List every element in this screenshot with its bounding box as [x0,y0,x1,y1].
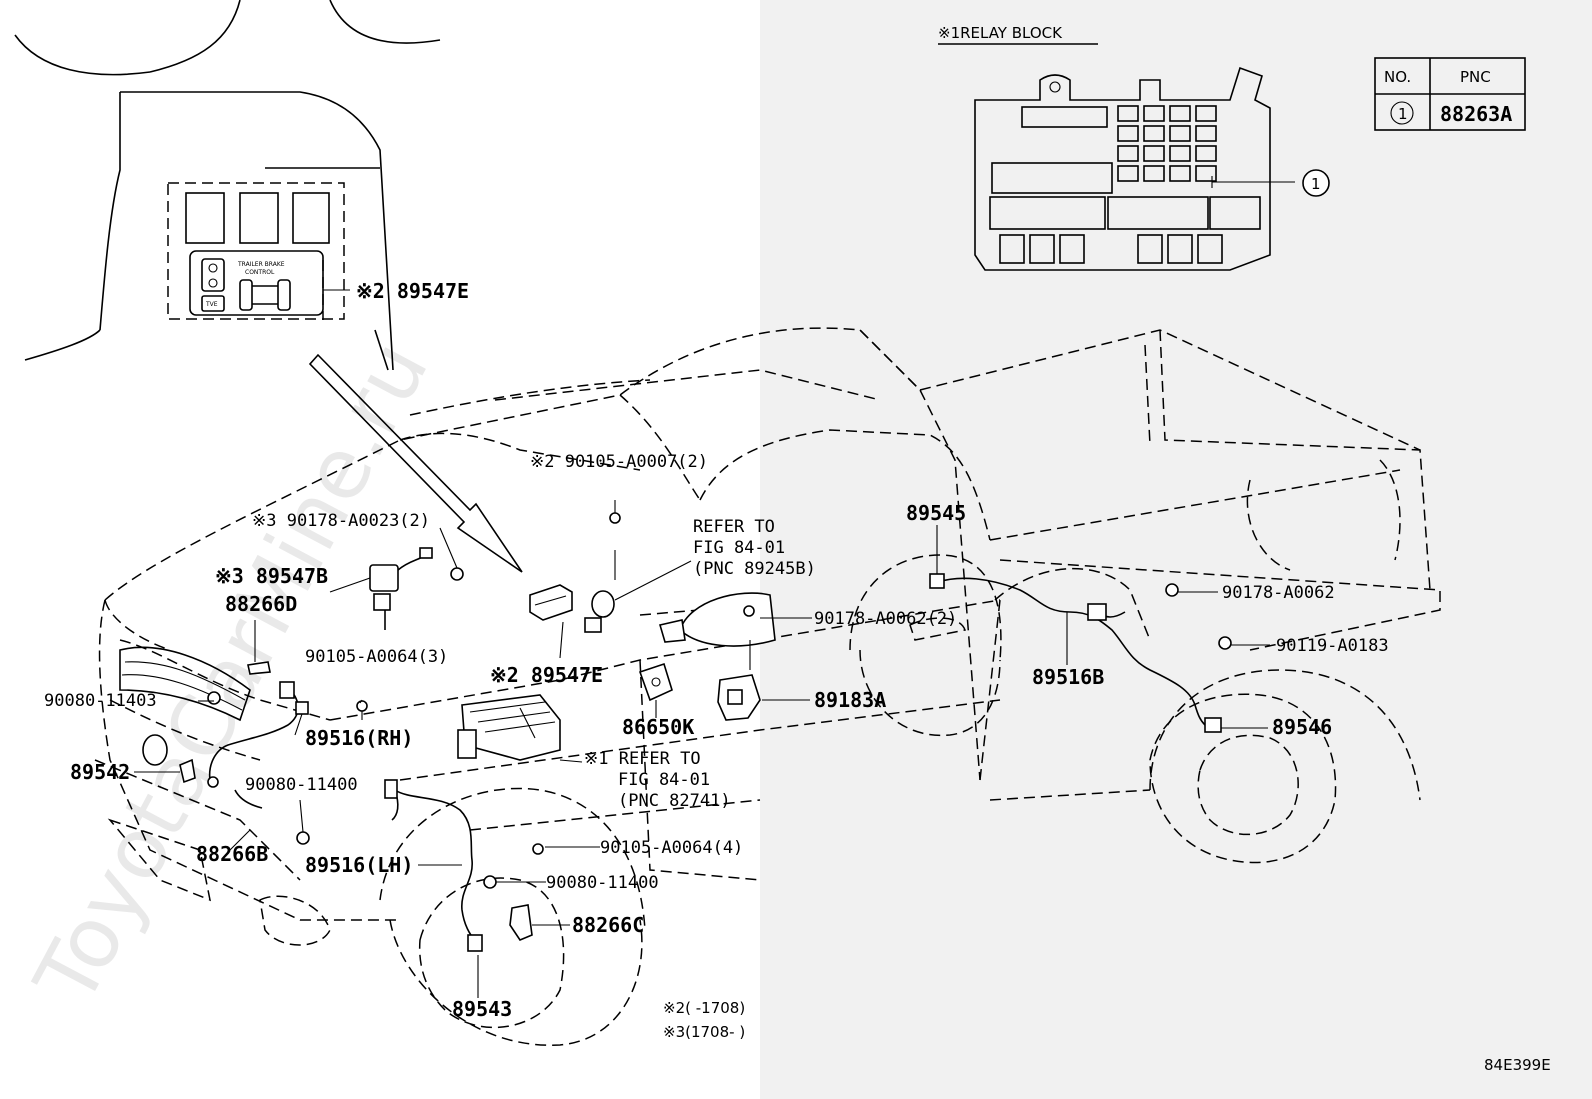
leader-lines [134,525,1270,998]
relay-fuse-cell [1195,165,1217,182]
relay-fuse-cell [1143,165,1165,182]
part-mirror [658,592,776,647]
pnc-table: NO. PNC 1 88263A [1374,57,1526,131]
label-86650K: 86650K [622,715,694,739]
part-bolt-lower [234,789,310,845]
label-90080-11400-b: 90080-11400 [546,873,659,893]
label-refer1-a: REFER TO [693,517,775,537]
pnc-table-row-no: 1 [1398,105,1408,123]
relay-bottom-slot [1137,234,1163,264]
label-89547E-top: ※2 89547E [356,279,469,303]
label-90119-A0183: 90119-A0183 [1276,636,1389,656]
relay-bottom-slot [1029,234,1055,264]
pointer-arrow [308,353,523,573]
label-90178-A0023: ※3 90178-A0023(2) [252,511,430,531]
label-refer2-a: ※1 REFER TO [584,749,701,769]
part-89547B [369,547,464,630]
relay-fuse-cell [1143,105,1165,122]
label-89543: 89543 [452,997,512,1021]
relay-bottom-slot [1059,234,1085,264]
relay-fuse-cell [1195,105,1217,122]
notes: ※2( -1708) ※3(1708- ) 84E399E [663,999,1551,1074]
label-89542: 89542 [70,760,130,784]
label-refer2-c: (PNC 82741) [618,791,731,811]
label-89546: 89546 [1272,715,1332,739]
grille [119,646,251,766]
label-refer1-b: FIG 84-01 [693,538,785,558]
label-refer2-b: FIG 84-01 [618,770,710,790]
relay-bottom-slots [999,234,1223,264]
label-89516LH: 89516(LH) [305,853,413,877]
label-90178-A0062: 90178-A0062 [1222,583,1335,603]
relay-bottom-slot [1167,234,1193,264]
relay-bottom-slot [999,234,1025,264]
shaded-region [760,0,1592,1099]
callout-1: 1 [1211,169,1330,197]
label-88266D: 88266D [225,592,297,616]
watermark: ToyotaCarMine.ru [16,325,448,1020]
relay-fuse-cell [1169,165,1191,182]
part-labels: ※2 89547E ※2 90105-A0007(2) ※3 90178-A00… [44,279,1389,1021]
part-89516B-harness [929,573,1232,733]
note-3: ※3(1708- ) [663,1023,745,1041]
relay-fuse-cell [1195,125,1217,142]
part-89516RH-harness [207,681,368,788]
label-refer1-c: (PNC 89245B) [693,559,816,579]
relay-block-title: ※1RELAY BLOCK [938,24,1063,42]
label-88266C: 88266C [572,913,644,937]
dashboard-inset [14,0,441,371]
pnc-table-header-no: NO. [1384,68,1411,86]
relay-fuse-grid [1117,105,1217,182]
part-connector-pillar [584,500,621,633]
relay-fuse-cell [1143,145,1165,162]
label-90178-A0062-2: 90178-A0062(2) [814,609,957,629]
part-ecu-82741 [457,694,561,761]
relay-fuse-cell [1117,105,1139,122]
label-90080-11400-a: 90080-11400 [245,775,358,795]
pnc-table-header-pnc: PNC [1460,68,1491,86]
part-89183A [717,674,761,721]
relay-bottom-slot [1197,234,1223,264]
trailer-brake-controller-panel: TVE TRAILER BRAKE CONTROL [167,182,350,320]
label-90105-A0064-3: 90105-A0064(3) [305,647,448,667]
label-89547B: ※3 89547B [215,564,328,588]
callout-1-number: 1 [1311,175,1321,193]
label-89516B: 89516B [1032,665,1104,689]
truck-outline [94,327,1441,1046]
label-90105-A0007: ※2 90105-A0007(2) [530,452,708,472]
label-90080-11403: 90080-11403 [44,691,157,711]
relay-fuse-cell [1143,125,1165,142]
relay-fuse-cell [1117,165,1139,182]
panel-subtitle: CONTROL [245,269,275,276]
relay-fuse-cell [1195,145,1217,162]
label-88266B: 88266B [196,842,268,866]
relay-fuse-cell [1117,125,1139,142]
part-88266D [247,661,271,675]
part-86650K [638,662,673,702]
relay-fuse-cell [1169,125,1191,142]
label-89516RH: 89516(RH) [305,726,413,750]
part-89547E [529,584,573,621]
panel-title: TRAILER BRAKE [237,261,285,268]
part-89542 [179,758,196,784]
label-90105-A0064-4: 90105-A0064(4) [600,838,743,858]
label-89547E-mid: ※2 89547E [490,663,603,687]
part-89516LH-harness [384,779,544,952]
label-89545: 89545 [906,501,966,525]
relay-fuse-cell [1117,145,1139,162]
relay-block: ※1RELAY BLOCK [938,24,1271,271]
note-2: ※2( -1708) [663,999,745,1017]
relay-fuse-cell [1169,105,1191,122]
figure-code: 84E399E [1484,1056,1551,1074]
part-88266C [509,904,533,941]
panel-button-label: TVE [205,301,218,308]
label-89183A: 89183A [814,688,886,712]
pnc-table-row-pnc: 88263A [1440,102,1512,126]
relay-fuse-cell [1169,145,1191,162]
